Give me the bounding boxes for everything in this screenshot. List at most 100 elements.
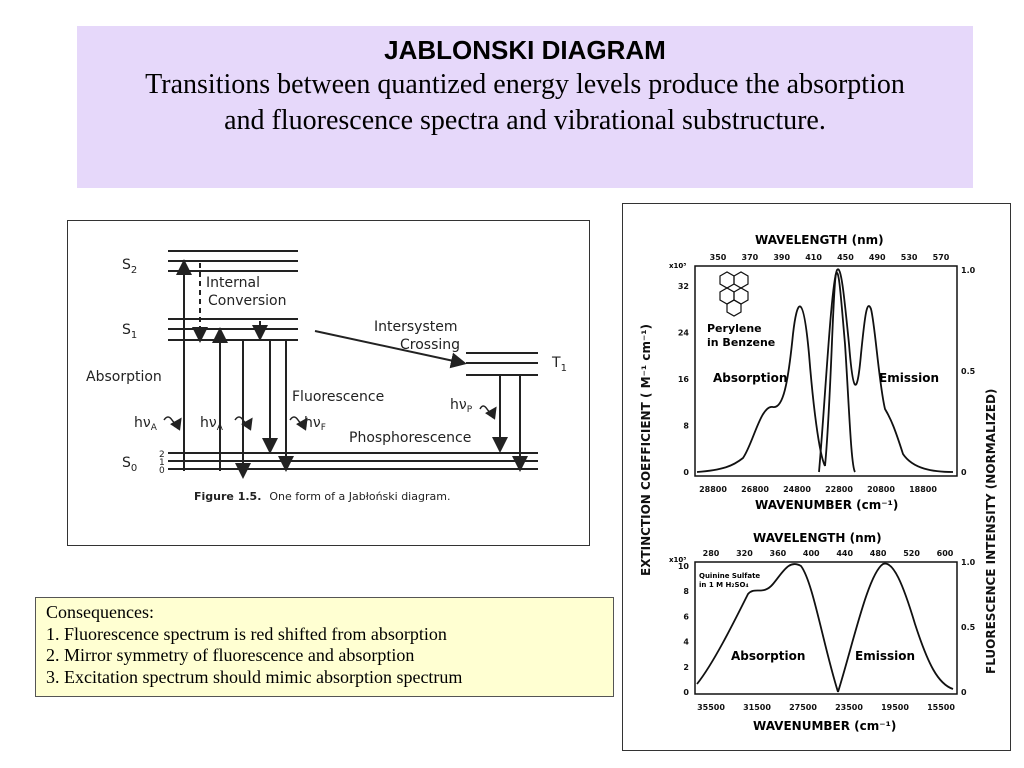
label-hvp: hνP: [450, 397, 473, 415]
figure-caption: Figure 1.5.One form of a Jabłoński diagr…: [194, 490, 450, 503]
consequence-item-3: 3. Excitation spectrum should mimic abso…: [46, 666, 463, 687]
page-title: JABLONSKI DIAGRAM: [384, 35, 666, 65]
top-wavelength-tick: 570: [933, 253, 950, 262]
y-axis-left-label: EXTINCTION COEFFICIENT ( M⁻¹ cm⁻¹): [639, 324, 653, 576]
bottom-wavenumber-tick: 15500: [927, 703, 955, 712]
consequence-item-2: 2. Mirror symmetry of fluorescence and a…: [46, 645, 415, 665]
label-phosphorescence: Phosphorescence: [349, 430, 471, 446]
consequences-box: Consequences: 1. Fluorescence spectrum i…: [35, 597, 614, 697]
top-wavenumber-tick: 22800: [825, 485, 853, 494]
bottom-multiplier: x10³: [669, 556, 686, 564]
bottom-wavenumber-tick: 27500: [789, 703, 817, 712]
label-vib-1: 1: [159, 458, 165, 468]
label-isc-2: Crossing: [400, 337, 460, 353]
bottom-left-y-tick: 6: [683, 612, 689, 621]
label-s0: S0: [122, 455, 137, 474]
top-left-y-tick: 8: [683, 422, 689, 431]
label-fluorescence: Fluorescence: [292, 389, 384, 405]
bottom-wavelength-tick: 520: [903, 549, 920, 558]
label-internal-2: Conversion: [208, 293, 287, 309]
perylene-absorption-peak: [824, 271, 856, 473]
consequences-heading: Consequences:: [46, 602, 154, 622]
bottom-wavenumber-label: WAVENUMBER (cm⁻¹): [753, 719, 896, 733]
top-wavenumber-tick: 26800: [741, 485, 769, 494]
top-left-y-tick: 0: [683, 468, 689, 477]
jablonski-diagram: S2 S1 S0 T1 Internal Conversion Intersys…: [86, 250, 567, 503]
top-wavenumber-label: WAVENUMBER (cm⁻¹): [755, 498, 898, 512]
jablonski-diagram-panel: S2 S1 S0 T1 Internal Conversion Intersys…: [67, 220, 590, 546]
top-wavenumber-tick: 28800: [699, 485, 727, 494]
top-wavenumber-tick: 18800: [909, 485, 937, 494]
top-multiplier: x10³: [669, 262, 686, 270]
label-vib-2: 2: [159, 450, 165, 460]
consequence-item-1: 1. Fluorescence spectrum is red shifted …: [46, 623, 447, 644]
bottom-wavenumber-tick: 35500: [697, 703, 725, 712]
label-vib-0: 0: [159, 466, 165, 476]
y-axis-right-label: FLUORESCENCE INTENSITY (NORMALIZED): [984, 389, 998, 674]
bottom-left-y-tick: 2: [683, 663, 689, 672]
bottom-wavelength-tick: 360: [770, 549, 787, 558]
label-s2: S2: [122, 257, 137, 276]
page-subtitle: Transitions between quantized energy lev…: [145, 69, 905, 136]
bottom-wavelength-label: WAVELENGTH (nm): [753, 531, 882, 545]
top-wavenumber-tick: 24800: [783, 485, 811, 494]
top-wavelength-tick: 350: [710, 253, 727, 262]
top-wavelength-tick: 490: [869, 253, 886, 262]
label-absorption: Absorption: [86, 369, 162, 385]
top-wavelength-tick: 530: [901, 253, 918, 262]
bottom-wavelength-tick: 600: [937, 549, 954, 558]
photon-a2-icon: [234, 416, 253, 431]
quinine-emission-curve: [837, 562, 954, 693]
top-absorption-label: Absorption: [713, 371, 787, 385]
photon-f-icon: [289, 416, 308, 431]
perylene-absorption-curve: [696, 305, 826, 473]
bottom-wavelength-tick: 480: [870, 549, 887, 558]
bottom-wavenumber-tick: 31500: [743, 703, 771, 712]
top-left-y-tick: 32: [678, 282, 689, 291]
label-s1: S1: [122, 322, 137, 341]
top-compound-2: in Benzene: [707, 336, 775, 349]
bottom-right-y-tick: 0: [961, 688, 967, 697]
bottom-wavenumber-tick: 19500: [881, 703, 909, 712]
top-emission-label: Emission: [879, 371, 939, 385]
spectra-figure: EXTINCTION COEFFICIENT ( M⁻¹ cm⁻¹) FLUOR…: [639, 233, 998, 733]
label-hvf: hνF: [304, 415, 326, 433]
bottom-left-y-tick: 8: [683, 587, 689, 596]
top-right-y-tick: 0.5: [961, 367, 976, 376]
bottom-compound-2: in 1 M H₂SO₄: [699, 581, 749, 589]
bottom-wavenumber-tick: 23500: [835, 703, 863, 712]
top-wavelength-tick: 390: [773, 253, 790, 262]
top-wavelength-label: WAVELENGTH (nm): [755, 233, 884, 247]
bottom-left-y-tick: 10: [678, 562, 690, 571]
perylene-emission-curve: [818, 268, 954, 473]
bottom-wavelength-tick: 440: [836, 549, 853, 558]
label-hva-1: hνA: [134, 415, 158, 433]
bottom-right-y-tick: 0.5: [961, 623, 976, 632]
bottom-wavelength-tick: 280: [703, 549, 720, 558]
top-wavelength-tick: 410: [805, 253, 822, 262]
photon-p-icon: [479, 405, 497, 420]
title-banner: JABLONSKI DIAGRAM Transitions between qu…: [77, 26, 973, 188]
label-t1: T1: [551, 355, 567, 374]
bottom-left-y-tick: 4: [683, 638, 689, 647]
top-wavelength-tick: 450: [837, 253, 854, 262]
top-wavenumber-tick: 20800: [867, 485, 895, 494]
label-hva-2: hνA: [200, 415, 224, 433]
top-left-y-tick: 24: [678, 329, 690, 338]
quinine-absorption-curve: [696, 563, 839, 693]
bottom-emission-label: Emission: [855, 649, 915, 663]
bottom-compound-1: Quinine Sulfate: [699, 572, 760, 580]
label-internal-1: Internal: [206, 275, 260, 291]
top-compound-1: Perylene: [707, 322, 762, 335]
top-left-y-tick: 16: [678, 375, 690, 384]
intersystem-crossing-arrow: [314, 330, 467, 369]
photon-a1-icon: [163, 416, 182, 431]
perylene-molecule-icon: [719, 271, 749, 317]
top-right-y-tick: 0: [961, 468, 967, 477]
bottom-left-y-tick: 0: [683, 688, 689, 697]
spectra-panel: EXTINCTION COEFFICIENT ( M⁻¹ cm⁻¹) FLUOR…: [622, 203, 1011, 751]
bottom-wavelength-tick: 400: [803, 549, 820, 558]
bottom-wavelength-tick: 320: [736, 549, 753, 558]
